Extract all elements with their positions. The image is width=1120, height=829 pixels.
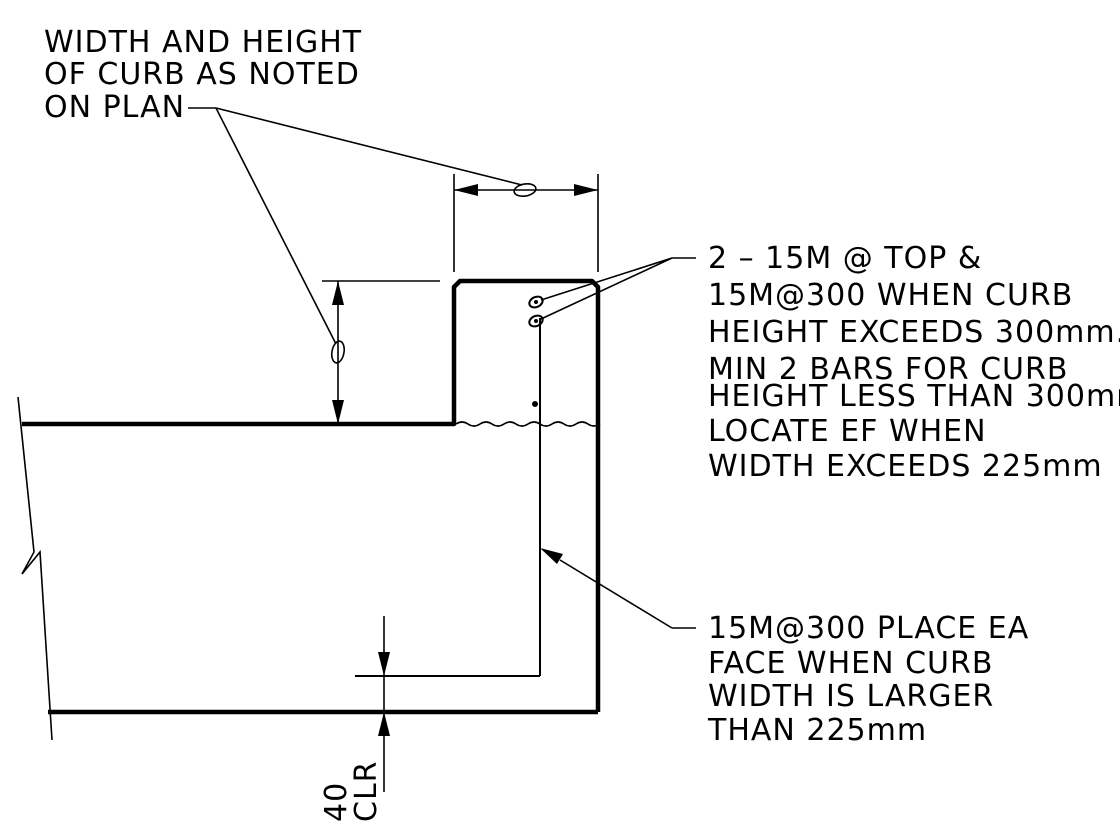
break-line <box>17 396 53 741</box>
top-bars-note-line-5: HEIGHT LESS THAN 300mm <box>708 379 1120 414</box>
height-variable-symbol <box>330 340 346 364</box>
top-bars-note-line-4: MIN 2 BARS FOR CURB <box>708 352 1068 387</box>
reinforcement <box>355 295 544 677</box>
top-bar-dot-2 <box>534 319 538 323</box>
clear-cover-value: 40 <box>319 782 354 822</box>
top-bars-note-line-1: 2 – 15M @ TOP & <box>708 241 982 276</box>
mid-bar-dot <box>532 401 538 407</box>
leaders <box>188 107 696 629</box>
face-bars-note-line-2: FACE WHEN CURB <box>708 646 993 681</box>
height-arrow-top <box>332 281 344 305</box>
clear-cover-unit: CLR <box>349 760 384 822</box>
face-bars-note-line-4: THAN 225mm <box>707 713 927 748</box>
width-arrow-right <box>574 184 598 196</box>
face-bars-leader <box>559 559 673 629</box>
concrete-outline <box>22 278 601 715</box>
curb-size-leader-to-height <box>215 107 337 345</box>
face-bars-note-line-3: WIDTH IS LARGER <box>708 679 994 714</box>
clear-cover-label: 40 CLR <box>319 760 384 822</box>
curb-height-dimension <box>322 280 440 424</box>
top-bars-leader-2 <box>540 257 673 320</box>
top-bars-note-line-6: LOCATE EF WHEN <box>708 414 987 449</box>
top-bars-note-line-3: HEIGHT EXCEEDS 300mm. <box>708 315 1120 350</box>
width-variable-symbol <box>513 182 537 198</box>
curb-size-note: WIDTH AND HEIGHT OF CURB AS NOTED ON PLA… <box>44 25 362 125</box>
top-bars-note: 2 – 15M @ TOP & 15M@300 WHEN CURB HEIGHT… <box>708 241 1120 484</box>
curb-width-dimension <box>453 174 599 272</box>
clear-cover-arrow-bottom <box>378 712 390 736</box>
top-bars-note-line-2: 15M@300 WHEN CURB <box>708 278 1073 313</box>
face-bars-leader-arrow <box>540 548 563 564</box>
top-bar-dot-1 <box>534 300 538 304</box>
clear-cover-dimension <box>378 616 390 792</box>
width-arrow-left <box>454 184 478 196</box>
top-bars-leader-1 <box>540 257 673 301</box>
curb-size-note-line-2: OF CURB AS NOTED <box>44 57 360 92</box>
slab-top-and-curb-outline <box>22 278 601 712</box>
construction-joint-line <box>455 421 601 427</box>
height-arrow-bottom <box>332 400 344 424</box>
curb-size-note-line-1: WIDTH AND HEIGHT <box>44 25 362 60</box>
curb-size-note-line-3: ON PLAN <box>44 90 185 125</box>
face-bars-note: 15M@300 PLACE EA FACE WHEN CURB WIDTH IS… <box>707 611 1029 748</box>
clear-cover-arrow-top <box>378 652 390 676</box>
top-bars-note-line-7: WIDTH EXCEEDS 225mm <box>708 449 1103 484</box>
face-bars-note-line-1: 15M@300 PLACE EA <box>708 611 1029 646</box>
curb-size-leader-to-width <box>215 107 523 186</box>
